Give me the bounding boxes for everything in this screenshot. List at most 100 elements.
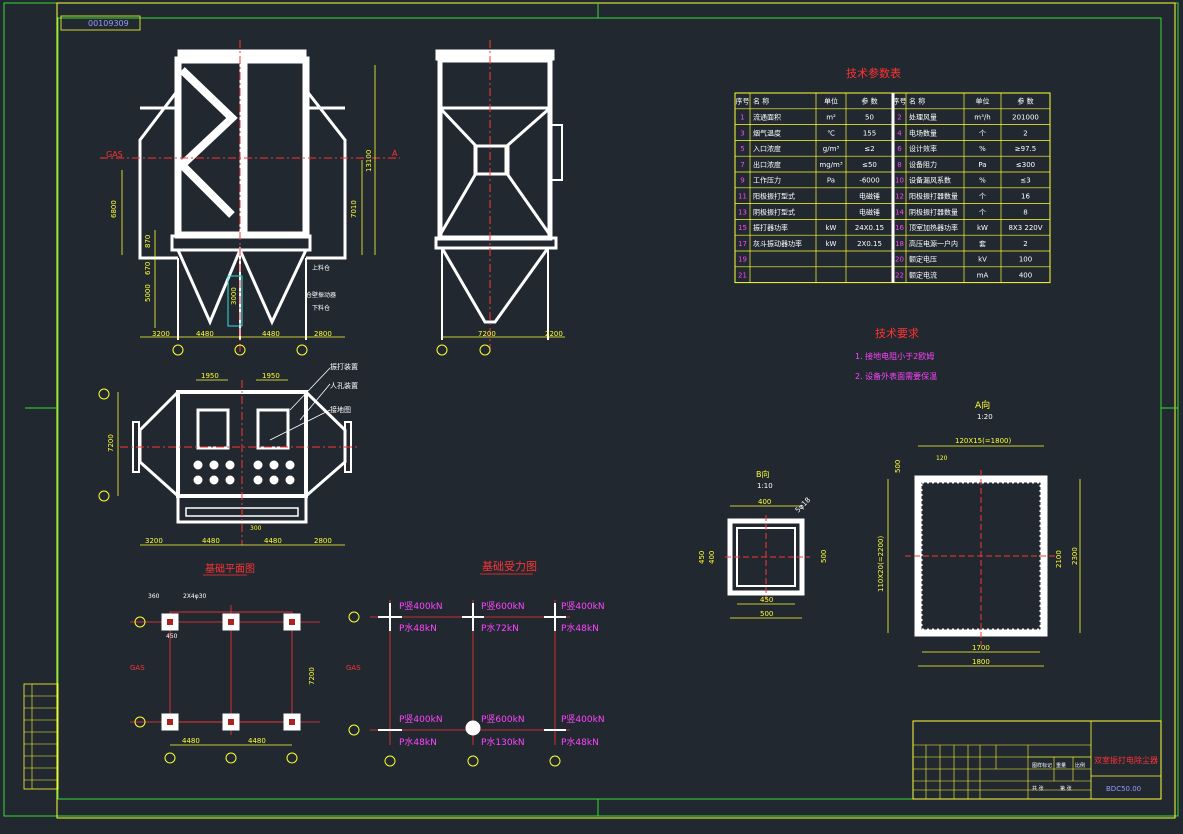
dim-2300: 2300 — [1071, 547, 1079, 565]
callout-manhole: 人孔装置 — [330, 381, 358, 390]
dim-5phi18: 5φ18 — [794, 496, 812, 514]
param-table-cell: kV — [978, 256, 987, 264]
param-table-cell: 8 — [897, 161, 901, 169]
drawing-id: 00109309 — [88, 19, 129, 28]
param-table-cell: 灰斗振动器功率 — [753, 239, 802, 248]
param-table-cell: 50 — [865, 114, 874, 122]
title-block-row-4: 第 张 — [1060, 785, 1072, 792]
param-table-cell: 6 — [897, 145, 902, 153]
param-table-cell: 20 — [895, 256, 904, 264]
dim-2800-front: 2800 — [314, 330, 332, 338]
param-table-cell: 7 — [740, 161, 744, 169]
param-table-cell: 21 — [738, 272, 747, 280]
force-bot-left-v: P竖400kN — [399, 714, 443, 725]
param-table-cell: 阴极振打器数量 — [909, 207, 958, 216]
force-diagram-title: 基础受力图 — [482, 560, 537, 573]
param-table-cell: 17 — [738, 240, 747, 248]
param-table-cell: 2 — [1023, 240, 1027, 248]
front-elevation-view[interactable]: GAS A 6800 870 670 5000 3000 7010 13100 … — [100, 40, 400, 356]
param-table-cell: 12 — [895, 193, 904, 201]
dim-670: 670 — [144, 262, 152, 275]
param-table-cell: 16 — [1021, 193, 1030, 201]
param-table-cell: 8X3 220V — [1008, 224, 1042, 232]
param-table-cell: 2 — [897, 114, 901, 122]
dim-2x4phi30: 2X4φ30 — [183, 593, 207, 600]
param-table-cell: mA — [977, 272, 989, 280]
requirement-item-2: 2. 设备外表面需要保温 — [855, 371, 937, 381]
view-a-title: A向 — [975, 399, 990, 411]
dim-7200-base: 7200 — [308, 667, 316, 685]
view-b-scale: 1:10 — [757, 482, 773, 490]
param-table-cell: g/m³ — [823, 145, 840, 153]
param-table-cell: 15 — [738, 224, 747, 232]
param-table-cell: 个 — [979, 129, 986, 137]
dim-400-b: 400 — [758, 498, 771, 506]
param-table-cell: 201000 — [1012, 114, 1039, 122]
param-table-cell: -6000 — [859, 177, 879, 185]
param-table-cell: 8 — [1023, 208, 1027, 216]
gas-base-label: GAS — [130, 664, 145, 672]
param-table-cell: kW — [826, 240, 837, 248]
dim-3000: 3000 — [230, 287, 238, 305]
param-table-cell: ℃ — [827, 129, 835, 137]
param-table-cell: 19 — [738, 256, 747, 264]
param-table-cell: 155 — [863, 129, 876, 137]
callout-grounding: 接地图 — [330, 405, 351, 414]
callout-lower-hopper: 下料仓 — [312, 304, 330, 312]
dim-110x20: 110X20(=2200) — [877, 536, 885, 592]
param-table-cell: 10 — [895, 177, 904, 185]
param-table-cell: 18 — [895, 240, 904, 248]
plan-view[interactable]: 7200 1950 1950 300 3200 4480 4480 2800 振… — [98, 362, 360, 546]
param-table-cell: 100 — [1019, 256, 1032, 264]
callout-rapping: 振打装置 — [330, 362, 358, 371]
param-table-cell: 工作压力 — [753, 176, 781, 185]
view-a-detail[interactable]: A向 1:20 120X15(=1800) 120 500 110X20(=22… — [877, 399, 1081, 667]
dim-2800-plan: 2800 — [314, 537, 332, 545]
param-table-cell: 22 — [895, 272, 904, 280]
dim-2100: 2100 — [1055, 550, 1063, 568]
view-b-detail[interactable]: B向 1:10 400 450 500 450 400 500 5φ18 — [698, 469, 828, 619]
param-table-cell: 24X0.15 — [855, 224, 884, 232]
param-table-cell: m³/h — [974, 114, 990, 122]
force-bot-mid-h: P水130kN — [481, 736, 525, 748]
param-table-header-cell: 名 称 — [753, 97, 769, 106]
side-elevation-view[interactable]: 7200 2200 — [434, 40, 565, 356]
requirements-title: 技术要求 — [875, 327, 919, 340]
param-table-cell: ≤50 — [862, 161, 877, 169]
requirement-item-1: 1. 接地电阻小于2欧姆 — [855, 351, 934, 361]
foundation-force-diagram[interactable]: 基础受力图 GAS P竖400kN P水48kN P竖600kN P水72kN … — [346, 560, 605, 767]
param-table-cell: 2X0.15 — [857, 240, 882, 248]
param-table-cell: 额定电流 — [909, 271, 937, 280]
view-a-marker: A — [392, 149, 398, 158]
param-table-cell: kW — [977, 224, 988, 232]
foundation-pad — [161, 613, 301, 731]
gas-force-label: GAS — [346, 664, 361, 672]
gas-inlet-label: GAS — [106, 150, 123, 159]
param-table-cell: 流通面积 — [753, 113, 781, 122]
param-table-cell: 个 — [979, 193, 986, 201]
param-table-header-cell: 名 称 — [909, 97, 925, 106]
foundation-plan[interactable]: 基础平面图 360 2X4φ30 450 GAS 7200 4480 4480 — [130, 562, 320, 764]
force-top-right-v: P竖400kN — [561, 601, 605, 612]
force-top-mid-h: P水72kN — [481, 622, 519, 634]
dim-450-base: 450 — [166, 633, 178, 640]
dim-360: 360 — [148, 593, 160, 600]
dim-7200-side: 7200 — [478, 330, 496, 338]
technical-requirements: 技术要求 1. 接地电阻小于2欧姆 2. 设备外表面需要保温 — [855, 327, 937, 381]
param-table-cell: 电场数量 — [909, 128, 937, 137]
title-block-row-3: 共 张 — [1032, 785, 1044, 792]
title-block-code: BDC50.00 — [1106, 785, 1141, 793]
param-table-cell: 14 — [895, 208, 904, 216]
param-table-cell: 16 — [895, 224, 904, 232]
force-top-mid-v: P竖600kN — [481, 601, 525, 612]
callout-vibrator: 仓壁振动器 — [306, 291, 336, 299]
force-top-left-h: P水48kN — [399, 622, 437, 634]
dim-5000: 5000 — [144, 284, 152, 302]
param-table-cell: % — [979, 177, 986, 185]
param-table-header-cell: 序号 — [736, 97, 750, 106]
title-block-name: 双室振打电除尘器 — [1094, 755, 1158, 765]
